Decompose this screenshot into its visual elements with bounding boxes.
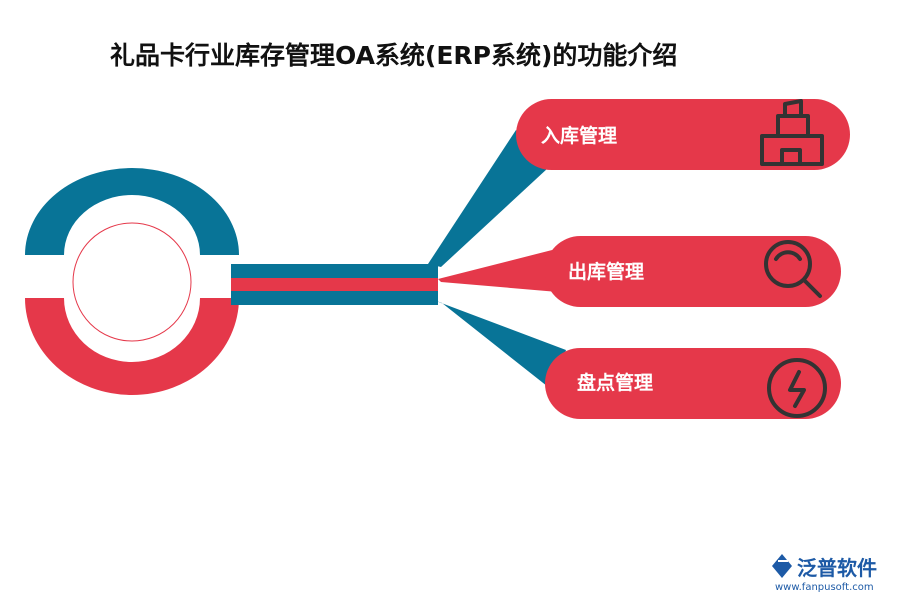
- logo-mark-icon: [772, 554, 792, 578]
- feature-item-stocktake[interactable]: 盘点管理: [545, 348, 841, 419]
- feature-pill: [545, 348, 841, 419]
- page-title: 礼品卡行业库存管理OA系统(ERP系统)的功能介绍: [110, 41, 678, 70]
- emblem-top-arc: [25, 168, 239, 255]
- logo-name: 泛普软件: [797, 556, 877, 580]
- emblem-inner-circle: [72, 222, 192, 342]
- magnifier-icon: [764, 240, 822, 298]
- feature-label: 出库管理: [568, 260, 644, 283]
- connector-bars: [231, 264, 438, 305]
- feature-item-outbound[interactable]: 出库管理: [545, 236, 841, 307]
- wedge-middle: [438, 248, 560, 292]
- feature-pill: [516, 99, 850, 170]
- stacked-box-icon: [760, 99, 824, 166]
- emblem-bottom-arc: [25, 298, 239, 395]
- wedge-bottom: [428, 298, 566, 390]
- connector-bar-middle: [231, 278, 438, 291]
- logo-url: www.fanpusoft.com: [775, 582, 874, 593]
- feature-label: 盘点管理: [577, 371, 653, 394]
- feature-item-inbound[interactable]: 入库管理: [516, 99, 850, 170]
- connector-bar-top: [231, 264, 438, 278]
- feature-label: 入库管理: [541, 124, 617, 147]
- brand-logo: 泛普软件 www.fanpusoft.com: [772, 554, 877, 593]
- circle-emblem: [25, 168, 239, 395]
- lightning-icon: [767, 358, 827, 418]
- connector-bar-bottom: [231, 291, 438, 305]
- wedge-top: [428, 130, 548, 267]
